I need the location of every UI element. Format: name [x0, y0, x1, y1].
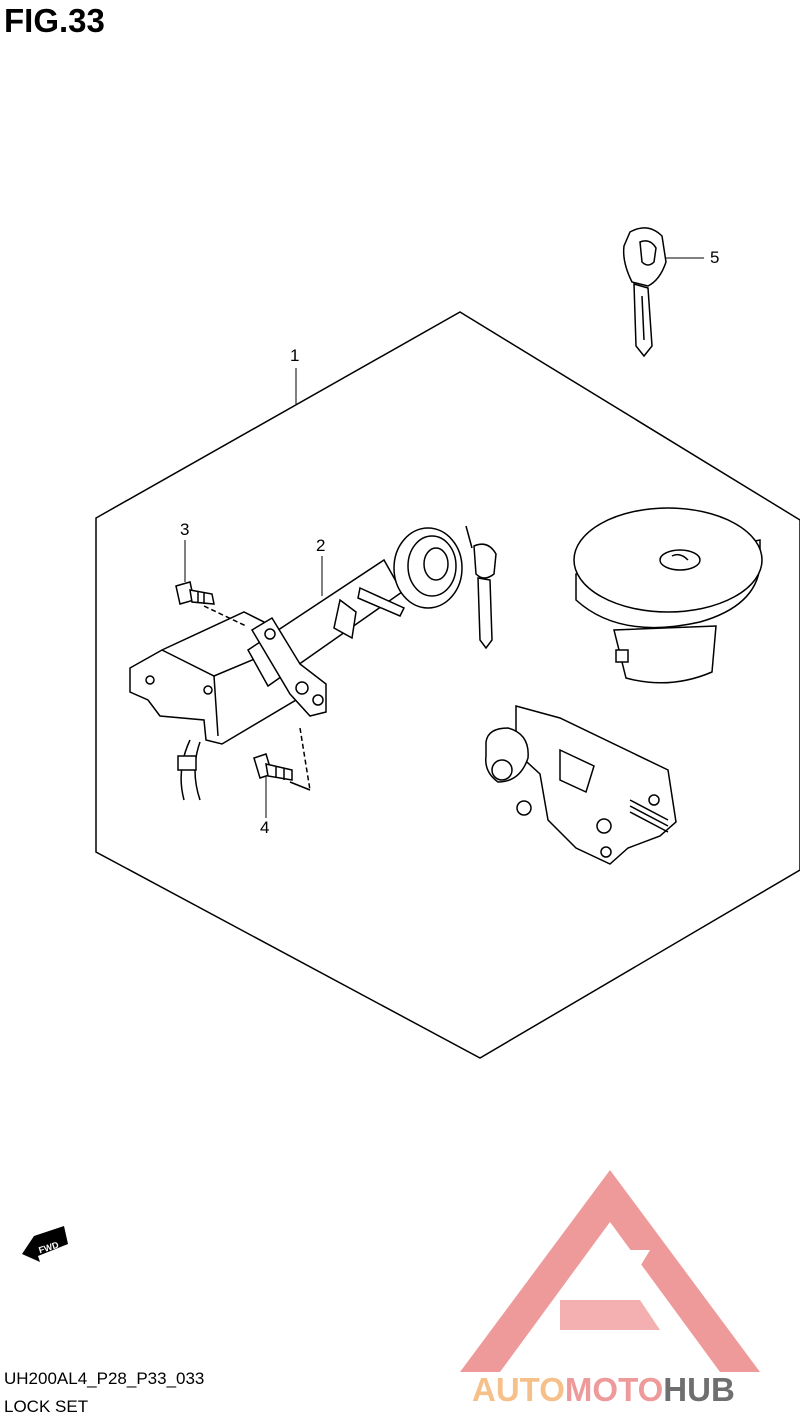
forward-arrow-icon: FWD: [22, 1226, 68, 1262]
key-icon: [622, 227, 667, 358]
watermark-brand: AUTOMOTOHUB: [472, 1371, 735, 1409]
screw-4-icon: [253, 753, 293, 781]
brand-part-hub: HUB: [663, 1371, 735, 1408]
diagram-code: UH200AL4_P28_P33_033: [4, 1369, 205, 1388]
fuel-cap-lock-icon: [573, 507, 763, 684]
ignition-lock-icon: [129, 525, 497, 801]
callout-2: 2: [316, 536, 326, 555]
screw-3-icon: [175, 581, 215, 605]
lock-set-outline: [95, 311, 800, 1059]
callout-5: 5: [710, 248, 720, 267]
diagram-caption: LOCK SET: [4, 1397, 89, 1416]
figure-title: FIG.33: [4, 2, 105, 39]
callout-3: 3: [180, 520, 190, 539]
callout-1: 1: [290, 346, 300, 365]
seat-lock-icon: [485, 705, 677, 865]
brand-part-auto: AUTO: [472, 1371, 565, 1408]
brand-part-moto: MOTO: [564, 1371, 664, 1408]
callout-4: 4: [260, 818, 270, 837]
watermark-logo-icon: [460, 1170, 760, 1372]
